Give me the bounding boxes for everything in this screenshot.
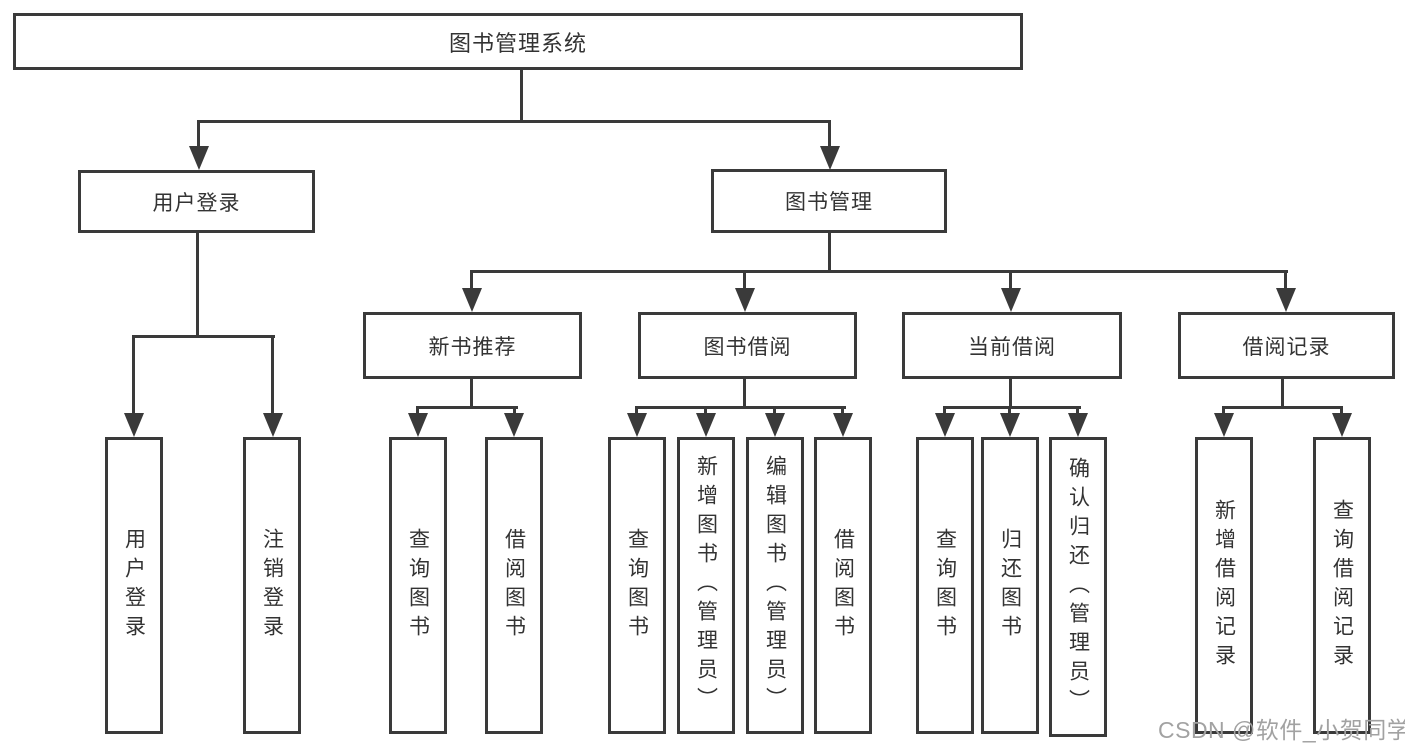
connector-line [513, 406, 516, 416]
connector-line [944, 406, 1081, 409]
connector-line [197, 120, 200, 148]
connector-line [1284, 270, 1287, 290]
connector-line [743, 379, 746, 407]
arrowhead-down-icon [735, 288, 755, 312]
connector-line [841, 406, 844, 416]
leaf-query-books-current: 查询图书 [916, 437, 974, 734]
leaf-query-borrow-record: 查询借阅记录 [1313, 437, 1371, 734]
connector-line [704, 406, 707, 416]
connector-line [1281, 379, 1284, 407]
node-current-borrowing: 当前借阅 [902, 312, 1122, 379]
leaf-confirm-return-admin: 确认归还（管理员） [1049, 437, 1107, 737]
leaf-logout: 注销登录 [243, 437, 301, 734]
leaf-user-login: 用户登录 [105, 437, 163, 734]
connector-line [828, 120, 831, 148]
arrowhead-down-icon [935, 413, 955, 437]
leaf-query-books-recommend: 查询图书 [389, 437, 447, 734]
node-book-management: 图书管理 [711, 169, 947, 233]
leaf-edit-book-admin: 编辑图书（管理员） [746, 437, 804, 734]
connector-line [470, 270, 473, 290]
connector-line [1340, 406, 1343, 416]
arrowhead-down-icon [189, 146, 209, 170]
arrowhead-down-icon [408, 413, 428, 437]
connector-line [416, 406, 419, 416]
node-library-system: 图书管理系统 [13, 13, 1023, 70]
connector-line [1009, 379, 1012, 407]
arrowhead-down-icon [462, 288, 482, 312]
leaf-borrow-books-recommend: 借阅图书 [485, 437, 543, 734]
connector-line [635, 406, 846, 409]
arrowhead-down-icon [1068, 413, 1088, 437]
connector-line [1222, 406, 1225, 416]
arrowhead-down-icon [833, 413, 853, 437]
arrowhead-down-icon [1000, 413, 1020, 437]
connector-line [828, 233, 831, 271]
watermark-text: CSDN @软件_小贺同学 [1158, 717, 1405, 743]
node-borrowing-records: 借阅记录 [1178, 312, 1395, 379]
connector-line [470, 270, 1288, 273]
connector-line [197, 120, 831, 123]
connector-line [520, 70, 523, 121]
connector-line [132, 335, 135, 415]
leaf-query-books-borrowing: 查询图书 [608, 437, 666, 734]
connector-line [743, 270, 746, 290]
arrowhead-down-icon [1214, 413, 1234, 437]
leaf-return-book: 归还图书 [981, 437, 1039, 734]
arrowhead-down-icon [504, 413, 524, 437]
connector-line [470, 379, 473, 407]
connector-line [773, 406, 776, 416]
connector-line [943, 406, 946, 416]
leaf-add-borrow-record: 新增借阅记录 [1195, 437, 1253, 734]
arrowhead-down-icon [1332, 413, 1352, 437]
connector-line [196, 233, 199, 336]
connector-line [271, 335, 274, 415]
connector-line [1222, 406, 1343, 409]
leaf-borrow-books: 借阅图书 [814, 437, 872, 734]
connector-line [132, 335, 275, 338]
arrowhead-down-icon [1001, 288, 1021, 312]
arrowhead-down-icon [820, 146, 840, 170]
node-book-borrowing: 图书借阅 [638, 312, 857, 379]
connector-line [1008, 406, 1011, 416]
arrowhead-down-icon [1276, 288, 1296, 312]
arrowhead-down-icon [627, 413, 647, 437]
arrowhead-down-icon [696, 413, 716, 437]
node-user-login: 用户登录 [78, 170, 315, 233]
node-new-book-recommend: 新书推荐 [363, 312, 582, 379]
leaf-add-book-admin: 新增图书（管理员） [677, 437, 735, 734]
arrowhead-down-icon [765, 413, 785, 437]
connector-line [1076, 406, 1079, 416]
arrowhead-down-icon [263, 413, 283, 437]
connector-line [416, 406, 518, 409]
connector-line [635, 406, 638, 416]
arrowhead-down-icon [124, 413, 144, 437]
connector-line [1009, 270, 1012, 290]
